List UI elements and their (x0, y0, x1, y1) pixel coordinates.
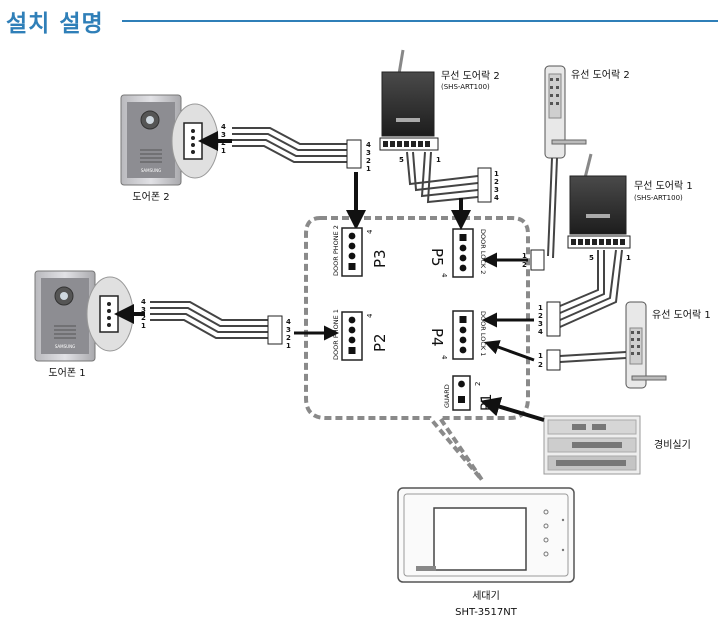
guard-unit-label: 경비실기 (654, 438, 691, 451)
port-p1-name: GUARD (443, 384, 451, 408)
svg-text:2: 2 (286, 334, 291, 342)
monitor-model: SHT-3517NT (455, 607, 518, 618)
port-p2: DOOR PHONE 1 4 P2 (332, 309, 389, 361)
doorphone1-label: 도어폰 1 (48, 367, 85, 379)
svg-text:1: 1 (221, 147, 226, 155)
port-p5-id: P5 (428, 248, 446, 267)
svg-text:2: 2 (538, 312, 543, 320)
svg-text:3: 3 (538, 320, 543, 328)
svg-text:1: 1 (522, 252, 527, 260)
wired-lock2-device (544, 65, 587, 159)
svg-text:3: 3 (141, 306, 146, 314)
svg-text:1: 1 (538, 304, 543, 312)
wireless-lock1-device (567, 153, 631, 249)
svg-text:4: 4 (494, 194, 499, 202)
svg-text:3: 3 (494, 186, 499, 194)
wireless-lock1-plug (546, 301, 561, 337)
monitor-device (397, 487, 575, 583)
svg-text:4: 4 (141, 298, 146, 306)
port-p5-name: DOOR LOCK 2 (479, 229, 487, 274)
wireless-lock2-model: (SHS-ART100) (441, 83, 490, 91)
doorphone2-brand: SAMSUNG (141, 168, 161, 173)
svg-text:1: 1 (538, 352, 543, 360)
port-p4-name: DOOR LOCK 1 (479, 311, 487, 356)
svg-text:4: 4 (538, 328, 543, 336)
wireless-lock1-model: (SHS-ART100) (634, 194, 683, 202)
board-outline (304, 216, 530, 482)
svg-text:4: 4 (366, 229, 374, 234)
wired-lock1-plug (546, 349, 561, 371)
port-p5: DOOR LOCK 2 4 P5 (428, 228, 487, 278)
svg-text:2: 2 (538, 361, 543, 369)
port-p3: DOOR PHONE 2 4 P3 (332, 225, 389, 277)
guard-unit-device (543, 415, 641, 475)
monitor-name: 세대기 (472, 590, 500, 602)
svg-text:2: 2 (522, 261, 527, 269)
dp2-conn-pin4: 4 (221, 123, 226, 131)
svg-text:2: 2 (474, 382, 482, 386)
svg-text:4: 4 (286, 318, 291, 326)
guard-unit-arrow (480, 397, 545, 422)
svg-text:1: 1 (286, 342, 291, 350)
port-p4-id: P4 (428, 328, 446, 347)
svg-text:1: 1 (436, 156, 441, 164)
svg-text:3: 3 (221, 131, 226, 139)
wireless-lock2-name: 무선 도어락 2 (441, 70, 500, 82)
svg-text:2: 2 (366, 157, 371, 165)
doorphone2-cable (232, 127, 347, 163)
svg-text:2: 2 (494, 178, 499, 186)
doorphone1-brand: SAMSUNG (55, 344, 75, 349)
doorphone2-label: 도어폰 2 (132, 191, 169, 203)
page-title: 설치 설명 (6, 11, 104, 37)
wired-lock1-label: 유선 도어락 1 (652, 309, 711, 321)
wired-lock2-label: 유선 도어락 2 (571, 69, 630, 81)
wired-lock2-plug (530, 249, 545, 271)
svg-text:4: 4 (440, 273, 448, 278)
wired-lock1-arrow (484, 340, 535, 362)
svg-text:4: 4 (440, 355, 448, 360)
doorphone2-device: SAMSUNG (120, 94, 182, 186)
doorphone1-device: SAMSUNG (34, 270, 96, 362)
svg-text:3: 3 (366, 149, 371, 157)
port-p1: GUARD 2 P1 (443, 375, 495, 411)
wired-lock1-device (625, 301, 667, 389)
port-p3-id: P3 (371, 249, 389, 268)
port-p4: DOOR LOCK 1 4 P4 (428, 310, 487, 360)
wireless-lock1-cable (559, 249, 623, 328)
title-rule (122, 20, 718, 22)
svg-text:1: 1 (626, 254, 631, 262)
svg-text:4: 4 (366, 141, 371, 149)
svg-text:1: 1 (141, 322, 146, 330)
port-p2-id: P2 (371, 333, 389, 352)
svg-text:2: 2 (141, 314, 146, 322)
svg-text:5: 5 (399, 156, 404, 164)
wireless-lock2-device (379, 49, 439, 151)
svg-text:2: 2 (221, 139, 226, 147)
doorphone1-cable (150, 301, 268, 339)
svg-text:3: 3 (286, 326, 291, 334)
wireless-lock1-name: 무선 도어락 1 (634, 180, 693, 192)
svg-text:1: 1 (366, 165, 371, 173)
doorphone2-plug (346, 139, 362, 169)
svg-text:1: 1 (494, 170, 499, 178)
wireless-lock2-plug (477, 167, 492, 203)
port-p2-name: DOOR PHONE 1 (332, 309, 340, 360)
wireless-lock2-cable (406, 151, 479, 204)
port-p3-name: DOOR PHONE 2 (332, 225, 340, 276)
svg-text:4: 4 (366, 313, 374, 318)
svg-text:5: 5 (589, 254, 594, 262)
doorphone1-plug (267, 315, 283, 345)
